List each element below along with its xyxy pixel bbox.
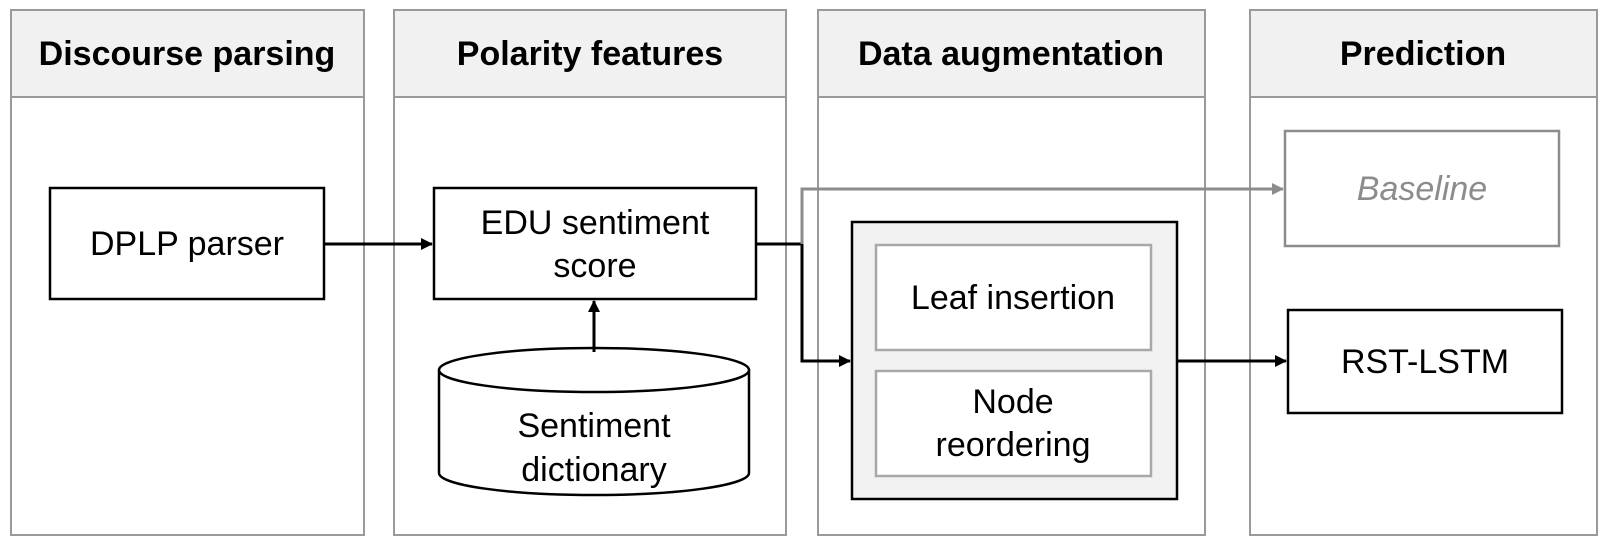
node-sentiment-dictionary: Sentiment dictionary xyxy=(437,346,751,497)
node-label-line1: EDU sentiment xyxy=(481,204,710,242)
arrow-edu-to-augmentation xyxy=(757,242,851,367)
node-label-line1: Sentiment xyxy=(517,407,671,445)
node-augmentation-group: Leaf insertion Node reordering xyxy=(850,220,1179,501)
node-label-line2: reordering xyxy=(936,426,1091,464)
node-label: RST-LSTM xyxy=(1341,343,1509,381)
panel-title: Prediction xyxy=(1340,35,1506,73)
panel-title: Data augmentation xyxy=(858,35,1164,73)
node-baseline: Baseline xyxy=(1283,129,1561,248)
node-label-line2: score xyxy=(553,247,636,285)
node-label: Leaf insertion xyxy=(911,279,1115,317)
node-label: DPLP parser xyxy=(90,225,284,263)
node-dplp-parser: DPLP parser xyxy=(48,186,326,301)
panel-prediction: Prediction xyxy=(1249,9,1598,536)
node-leaf-insertion xyxy=(874,243,1153,352)
node-node-reordering xyxy=(874,369,1153,478)
node-label: Baseline xyxy=(1357,170,1487,208)
node-rst-lstm: RST-LSTM xyxy=(1286,308,1564,415)
node-edu-sentiment-score: EDU sentiment score xyxy=(432,186,758,301)
node-label-line2: dictionary xyxy=(521,451,667,489)
arrow-edu-to-baseline xyxy=(800,183,1284,244)
panel-title: Polarity features xyxy=(457,35,723,73)
panel-title: Discourse parsing xyxy=(39,35,336,73)
node-label-line1: Node xyxy=(972,383,1053,421)
